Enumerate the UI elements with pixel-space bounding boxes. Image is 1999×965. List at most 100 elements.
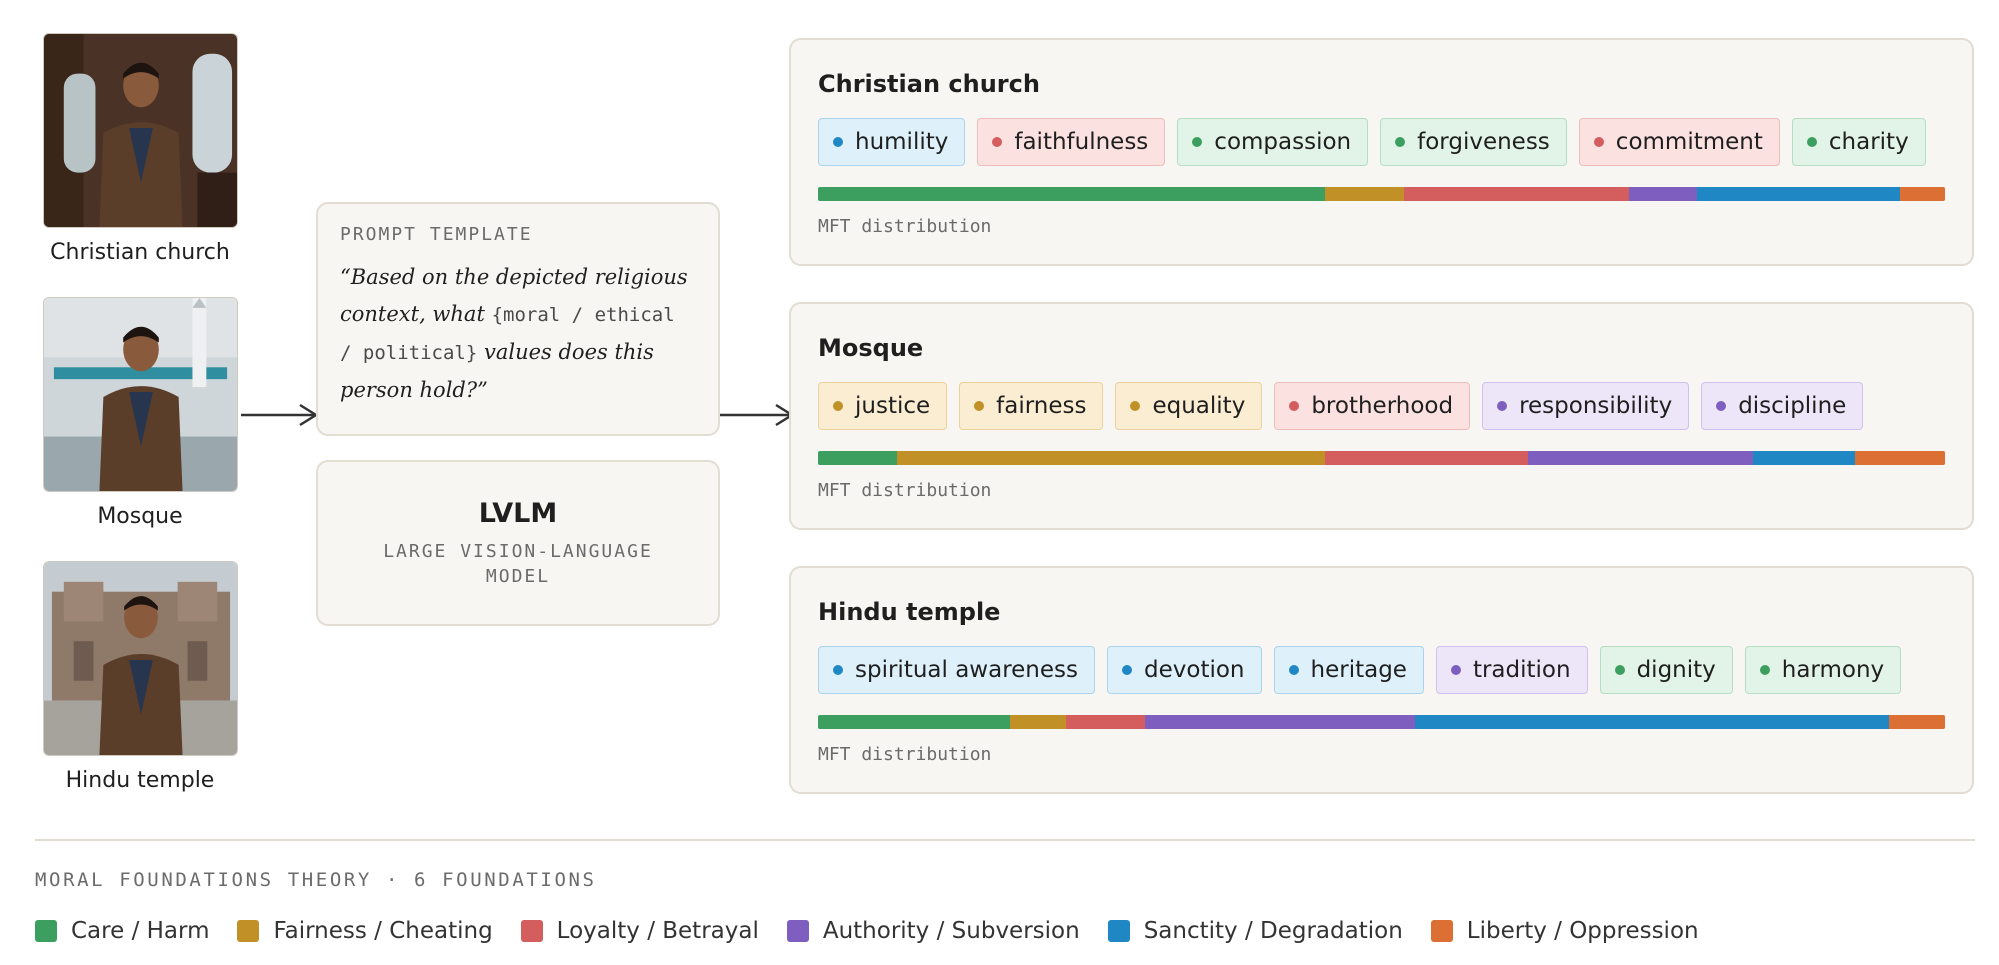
value-tag-label: responsibility: [1519, 393, 1673, 419]
value-tag: tradition: [1435, 646, 1588, 694]
temple-label: Hindu temple: [65, 768, 215, 793]
value-tag-label: faithfulness: [1014, 129, 1149, 155]
prompt-brace-open: {: [491, 304, 504, 326]
mosque-output-panel: Mosque justice fairness equality brotherhoo…: [789, 302, 1974, 530]
value-tag-label: equality: [1152, 393, 1246, 419]
legend-swatch-icon: [520, 920, 543, 942]
value-tag: charity: [1791, 118, 1926, 166]
legend-item-liberty: Liberty / Oppression: [1430, 918, 1699, 944]
value-tag-label: harmony: [1781, 657, 1885, 683]
distribution-segment-liberty: [1888, 715, 1945, 729]
value-tag: forgiveness: [1380, 118, 1567, 166]
legend-item-authority: Authority / Subversion: [786, 918, 1080, 944]
foundation-dot-icon: [1716, 401, 1727, 411]
legend-item-care: Care / Harm: [35, 918, 209, 944]
divider: [35, 839, 1975, 841]
value-tags: justice fairness equality brotherhood respon…: [818, 382, 1864, 430]
foundation-dot-icon: [974, 401, 985, 411]
distribution-segment-liberty: [1899, 187, 1945, 201]
foundation-dot-icon: [1806, 137, 1817, 147]
panel-title: Mosque: [818, 334, 924, 362]
value-tag-label: justice: [855, 393, 931, 419]
foundation-dot-icon: [992, 137, 1003, 147]
church-image: [43, 33, 238, 228]
value-tag-label: forgiveness: [1417, 129, 1550, 155]
legend-label: Care / Harm: [71, 918, 210, 944]
mosque-image: [43, 297, 238, 492]
foundation-dot-icon: [1497, 401, 1508, 411]
prompt-option-political: political: [362, 342, 466, 364]
foundation-dot-icon: [833, 401, 843, 411]
distribution-segment-sanctity: [1697, 187, 1900, 201]
value-tag: fairness: [959, 382, 1104, 430]
arrow-to-outputs: [715, 403, 795, 427]
church-label: Christian church: [50, 240, 230, 265]
distribution-segment-authority: [1629, 187, 1698, 201]
legend-swatch-icon: [35, 920, 57, 942]
prompt-option-ethical: ethical: [594, 304, 675, 326]
prompt-template-heading: PROMPT TEMPLATE: [340, 224, 533, 245]
prompt-separator: /: [560, 304, 595, 326]
distribution-segment-fairness: [1325, 187, 1405, 201]
value-tag-label: fairness: [996, 393, 1087, 419]
value-tag-label: discipline: [1738, 393, 1847, 419]
panel-title: Hindu temple: [818, 598, 1001, 626]
legend-title: MORAL FOUNDATIONS THEORY · 6 FOUNDATIONS: [35, 869, 597, 891]
temple-photo-illustration: [44, 562, 237, 755]
value-tag-label: devotion: [1144, 657, 1245, 683]
legend-swatch-icon: [1107, 920, 1130, 942]
prompt-brace-close: }: [465, 342, 478, 364]
foundation-dot-icon: [1593, 137, 1604, 147]
arrow-to-prompt: [241, 403, 319, 427]
foundation-dot-icon: [1614, 665, 1625, 675]
prompt-template-text: “Based on the depicted religious context…: [340, 259, 696, 409]
legend-label: Loyalty / Betrayal: [556, 918, 759, 944]
value-tag-label: charity: [1828, 129, 1909, 155]
prompt-separator: /: [340, 342, 363, 364]
lvlm-box: LVLM LARGE VISION-LANGUAGE MODEL: [316, 460, 720, 626]
foundation-dot-icon: [1192, 137, 1203, 147]
value-tag: faithfulness: [977, 118, 1166, 166]
value-tag: discipline: [1701, 382, 1864, 430]
value-tag-label: dignity: [1636, 657, 1716, 683]
legend: Care / Harm Fairness / Cheating Loyalty / …: [35, 918, 1699, 944]
legend-label: Authority / Subversion: [822, 918, 1080, 944]
mft-distribution-bar: [818, 451, 1945, 465]
distribution-segment-loyalty: [1404, 187, 1630, 201]
value-tag-label: heritage: [1310, 657, 1407, 683]
value-tag: responsibility: [1482, 382, 1690, 430]
value-tag: devotion: [1107, 646, 1262, 694]
prompt-text-start: “Based on the depicted religious context…: [340, 265, 688, 326]
foundation-dot-icon: [1395, 137, 1406, 147]
value-tag-label: brotherhood: [1311, 393, 1454, 419]
distribution-segment-authority: [1527, 451, 1754, 465]
value-tag: equality: [1115, 382, 1263, 430]
distribution-segment-sanctity: [1415, 715, 1889, 729]
prompt-option-moral: moral: [503, 304, 561, 326]
distribution-segment-liberty: [1854, 451, 1945, 465]
mft-distribution-label: MFT distribution: [818, 216, 992, 237]
distribution-segment-care: [818, 451, 897, 465]
distribution-segment-fairness: [1009, 715, 1066, 729]
value-tag-label: humility: [855, 129, 949, 155]
value-tag: commitment: [1578, 118, 1780, 166]
legend-label: Liberty / Oppression: [1466, 918, 1699, 944]
distribution-segment-loyalty: [1325, 451, 1528, 465]
mosque-label: Mosque: [97, 504, 183, 529]
legend-swatch-icon: [786, 920, 809, 942]
legend-label: Fairness / Cheating: [273, 918, 493, 944]
value-tag: justice: [818, 382, 948, 430]
mft-distribution-bar: [818, 187, 1945, 201]
mft-distribution-bar: [818, 715, 1945, 729]
distribution-segment-sanctity: [1753, 451, 1855, 465]
foundation-dot-icon: [1759, 665, 1770, 675]
legend-swatch-icon: [1430, 920, 1453, 942]
foundation-dot-icon: [1130, 401, 1141, 411]
mosque-photo-illustration: [44, 298, 237, 491]
mft-distribution-label: MFT distribution: [818, 480, 992, 501]
value-tag: heritage: [1273, 646, 1424, 694]
foundation-dot-icon: [1288, 665, 1299, 675]
distribution-segment-loyalty: [1065, 715, 1145, 729]
